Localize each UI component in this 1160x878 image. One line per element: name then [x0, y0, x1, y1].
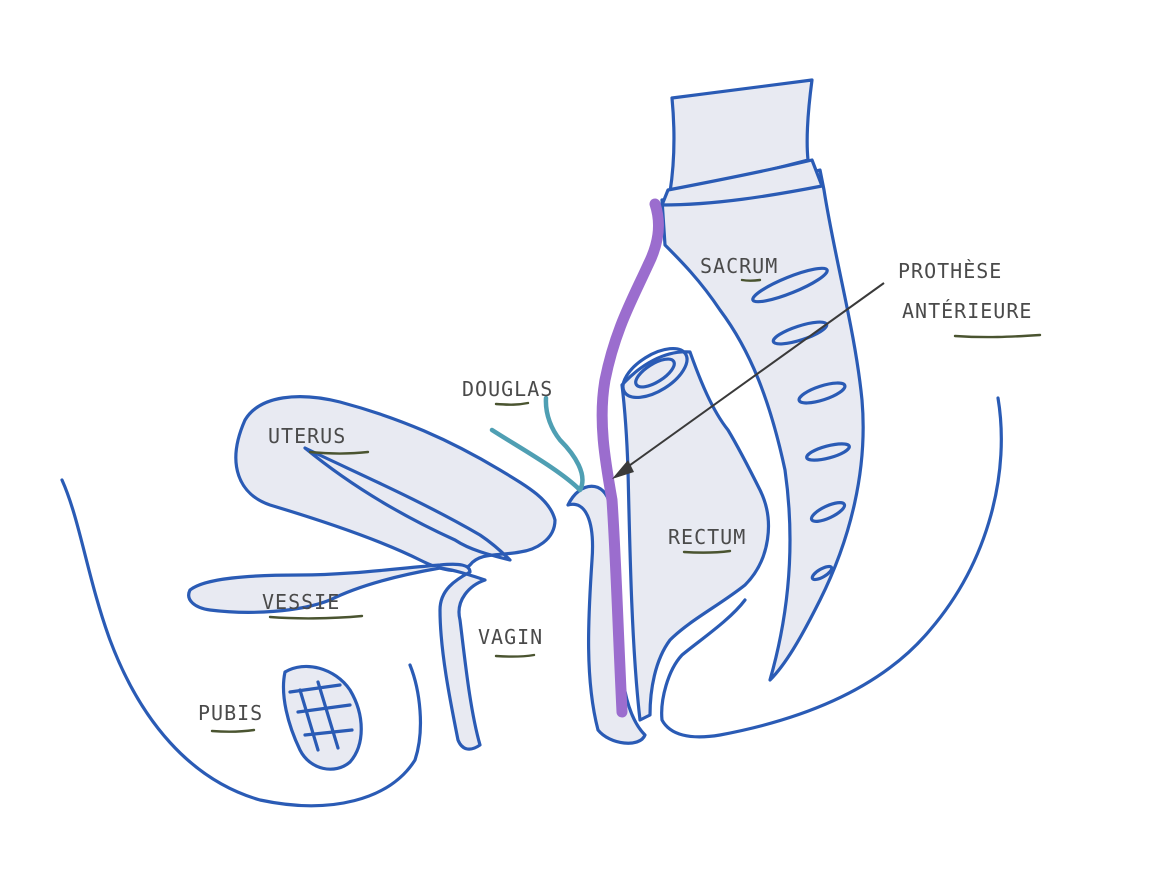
underline-douglas — [494, 401, 530, 406]
douglas-pouch-line — [489, 395, 585, 493]
bladder — [187, 562, 487, 751]
underline-uterus — [308, 450, 370, 455]
body-contour-back — [660, 396, 1003, 739]
pubis-hatching — [288, 680, 354, 752]
label-pubis: PUBIS — [198, 701, 263, 725]
label-rectum: RECTUM — [668, 525, 746, 549]
label-douglas: DOUGLAS — [462, 377, 553, 401]
underline-pubis — [210, 728, 256, 733]
underline-vagin — [494, 653, 536, 658]
uterus — [234, 395, 557, 573]
label-vessie: VESSIE — [262, 590, 340, 614]
rectum-lumen-inner — [634, 357, 676, 389]
uterine-cavity — [303, 446, 512, 562]
rectum-lumen — [621, 346, 689, 400]
lumbosacral-disc — [660, 158, 824, 207]
body-contour-front — [60, 478, 423, 808]
underline-sacrum — [740, 278, 762, 282]
underline-rectum — [682, 549, 732, 554]
anterior-prosthesis — [596, 198, 665, 718]
label-uterus: UTERUS — [268, 424, 346, 448]
label-prosthese-line1: PROTHÈSE — [898, 259, 1002, 283]
sacral-foramina — [751, 266, 851, 582]
underline-prosthese — [953, 333, 1042, 339]
pubis-bone — [281, 664, 363, 771]
label-vagin: VAGIN — [478, 625, 543, 649]
label-prosthese-line2: ANTÉRIEURE — [902, 299, 1032, 323]
pointer-arrow-line — [625, 282, 885, 469]
pointer-arrowhead — [612, 460, 634, 479]
sacrum — [660, 168, 865, 682]
label-sacrum: SACRUM — [700, 254, 778, 278]
underline-vessie — [268, 614, 364, 620]
